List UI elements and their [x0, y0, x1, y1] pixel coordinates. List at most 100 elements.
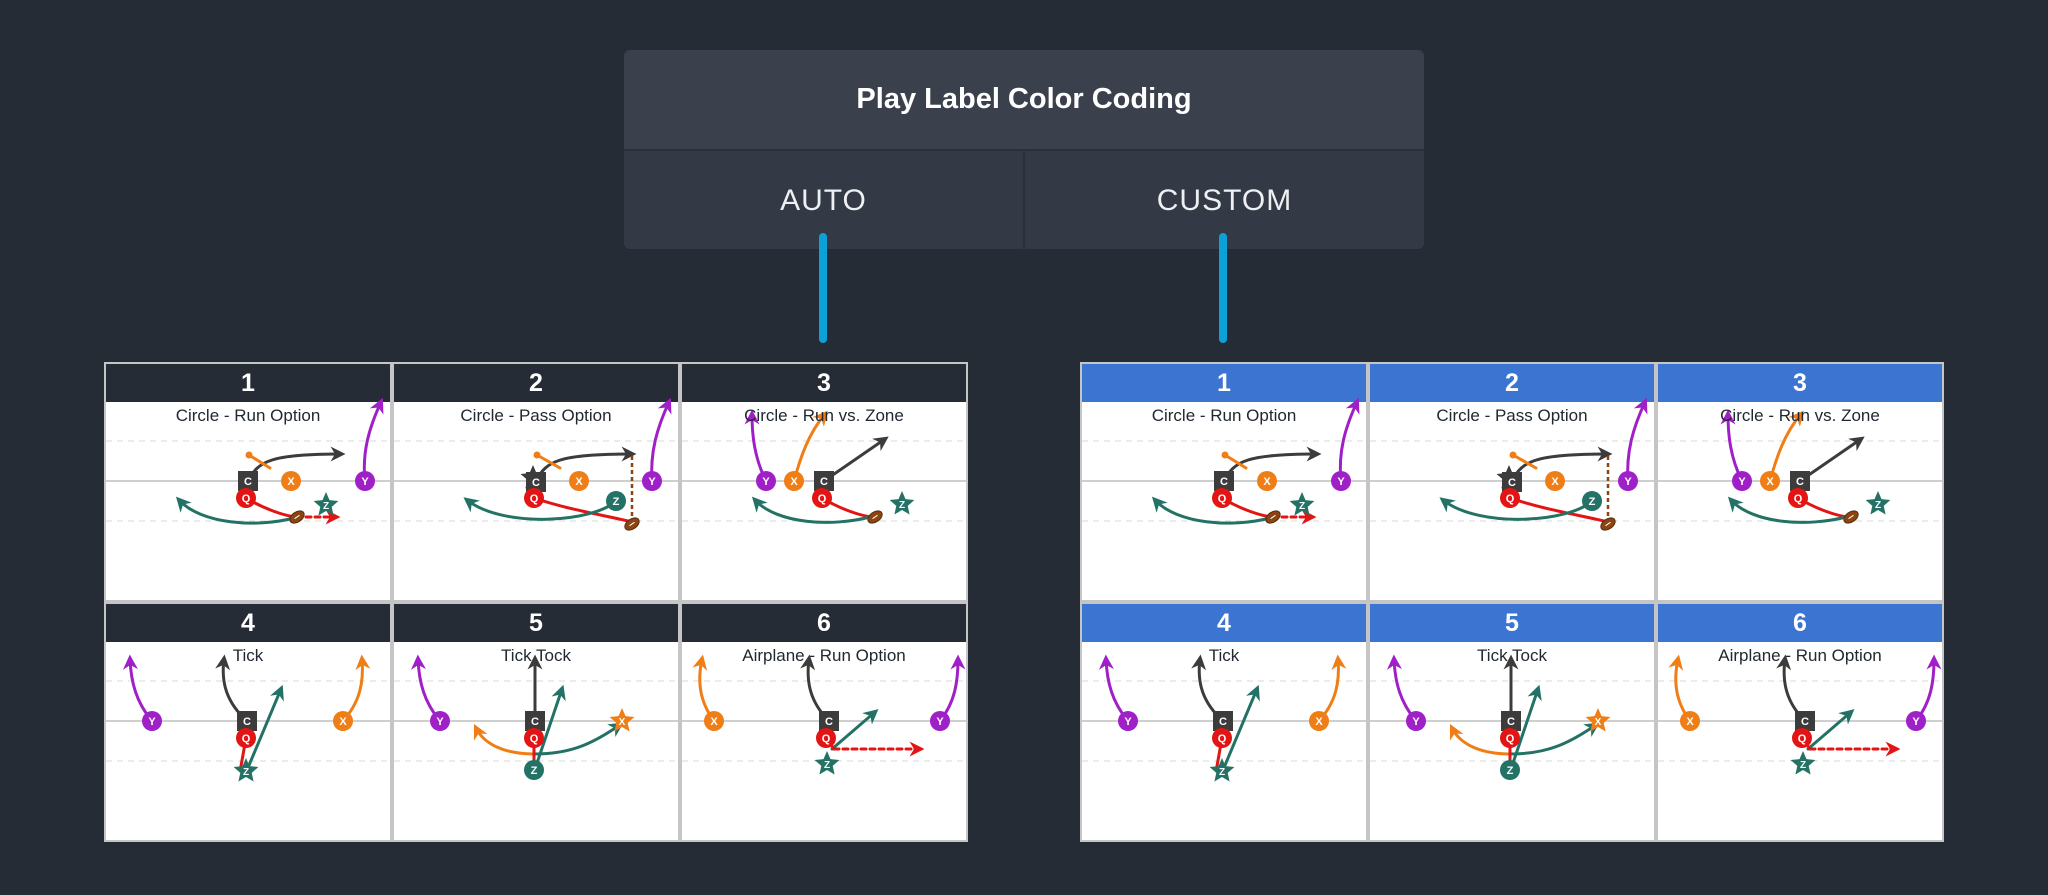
svg-text:X: X	[619, 717, 626, 728]
player-q: Q	[236, 728, 256, 748]
player-y: Y	[1406, 711, 1426, 731]
play-title: Circle - Pass Option	[460, 406, 612, 425]
start-dot	[1221, 451, 1229, 459]
player-z: Z	[1500, 760, 1520, 780]
svg-text:C: C	[820, 476, 828, 488]
route-x	[1449, 723, 1512, 756]
player-q: Q	[1792, 728, 1812, 748]
svg-text:Z: Z	[323, 501, 329, 512]
player-q: Q	[812, 488, 832, 508]
route-z	[245, 684, 284, 772]
tab-custom[interactable]: CUSTOM	[1156, 184, 1293, 217]
player-y: Y	[430, 711, 450, 731]
player-x: X	[1309, 711, 1329, 731]
player-x: X	[1760, 471, 1780, 491]
route-z	[1221, 684, 1260, 772]
play-diagram: Y X CQ Z	[682, 409, 966, 524]
route-z	[533, 684, 566, 771]
player-z-star: Z	[1289, 492, 1315, 516]
play-title: Circle - Run Option	[175, 406, 321, 425]
player-z: Z	[1582, 491, 1602, 511]
play-number: 3	[1658, 364, 1942, 402]
player-x: X	[704, 711, 724, 731]
play-card[interactable]: 2XCCYQZCircle - Pass Option	[1370, 364, 1654, 600]
player-x-star: X	[609, 708, 635, 732]
player-c: C	[1214, 471, 1234, 491]
svg-text:X: X	[710, 716, 718, 728]
player-z-star: Z	[1865, 491, 1891, 515]
player-c: C	[1502, 472, 1522, 492]
play-diagram: XCCYQZ	[394, 397, 678, 531]
route-z	[830, 709, 879, 751]
svg-text:Y: Y	[1738, 476, 1746, 488]
svg-text:X: X	[790, 476, 798, 488]
player-c: C	[814, 471, 834, 491]
player-y: Y	[1906, 711, 1926, 731]
play-number: 1	[1082, 364, 1366, 402]
player-c: C	[526, 472, 546, 492]
svg-text:Y: Y	[436, 716, 444, 728]
play-number: 5	[394, 604, 678, 642]
svg-text:X: X	[575, 476, 583, 488]
custom-connector	[1219, 233, 1227, 343]
player-z-star: Z	[1209, 758, 1235, 782]
play-number: 4	[106, 604, 390, 642]
player-z-star: Z	[1790, 751, 1816, 775]
svg-text:Q: Q	[1218, 733, 1227, 745]
svg-text:C: C	[1796, 476, 1804, 488]
svg-text:Z: Z	[899, 500, 905, 511]
player-c: C	[819, 711, 839, 731]
svg-text:Z: Z	[243, 767, 249, 778]
svg-text:C: C	[1220, 476, 1228, 488]
player-z: Z	[606, 491, 626, 511]
svg-text:Q: Q	[1506, 733, 1515, 745]
svg-text:Y: Y	[148, 716, 156, 728]
player-x: X	[281, 471, 301, 491]
svg-text:Q: Q	[242, 493, 251, 505]
play-card[interactable]: 2XCCYQZCircle - Pass Option	[394, 364, 678, 600]
route-z	[1806, 709, 1855, 751]
player-x: X	[1545, 471, 1565, 491]
svg-text:Q: Q	[1794, 493, 1803, 505]
path-x	[1511, 453, 1538, 470]
football-icon	[1600, 517, 1616, 531]
play-diagram: XCCYQZ	[1370, 397, 1654, 531]
route-z	[1509, 684, 1542, 771]
route-z	[1727, 496, 1848, 524]
svg-text:X: X	[1766, 476, 1774, 488]
play-title: Airplane - Run Option	[742, 646, 906, 665]
svg-text:Q: Q	[822, 733, 831, 745]
svg-text:Q: Q	[530, 493, 539, 505]
player-y: Y	[930, 711, 950, 731]
panel-title: Play Label Color Coding	[856, 82, 1192, 115]
svg-text:Y: Y	[936, 716, 944, 728]
route-z	[1439, 497, 1594, 521]
svg-text:Y: Y	[1412, 716, 1420, 728]
player-q: Q	[1500, 728, 1520, 748]
tab-auto[interactable]: AUTO	[624, 151, 1025, 249]
mode-tabs: AUTO CUSTOM	[624, 149, 1424, 249]
football-icon	[1843, 510, 1859, 524]
svg-text:Y: Y	[762, 476, 770, 488]
player-y: Y	[1618, 471, 1638, 491]
player-y: Y	[1732, 471, 1752, 491]
svg-text:Q: Q	[1798, 733, 1807, 745]
svg-text:Z: Z	[1219, 767, 1225, 778]
